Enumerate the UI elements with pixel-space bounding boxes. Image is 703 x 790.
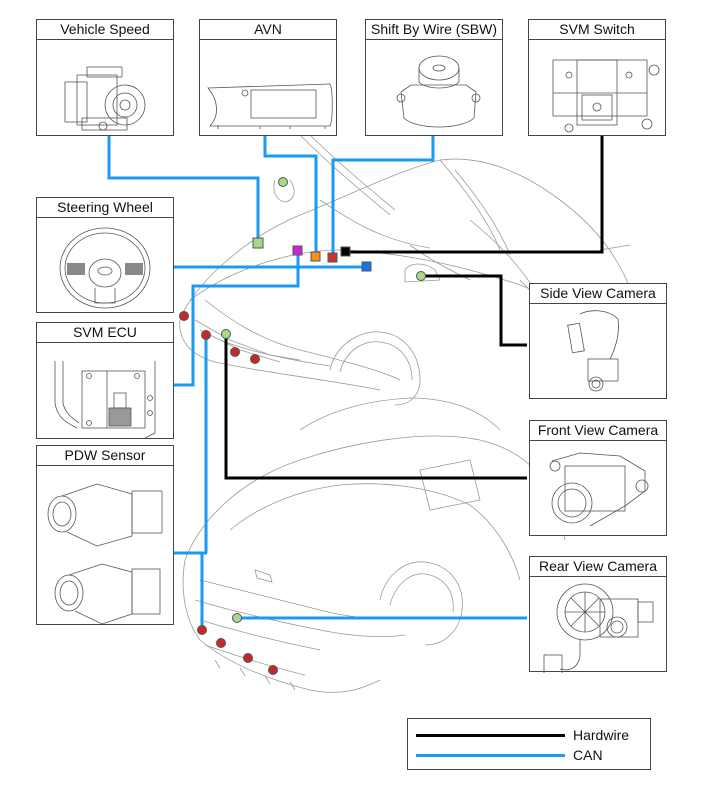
sbw-marker [327, 252, 338, 263]
avn-marker [310, 251, 321, 262]
hardwire-wires [224, 136, 604, 480]
pdw-sensor-marker [216, 638, 226, 648]
svm-switch-marker [340, 246, 351, 257]
can-line-swatch [416, 754, 565, 757]
abs-module-icon [37, 40, 173, 135]
legend-item-hardwire: Hardwire [416, 727, 646, 743]
wire-front-view-camera [224, 333, 527, 480]
component-label: Steering Wheel [37, 198, 173, 218]
side-camera-marker [416, 271, 426, 281]
component-steering-wheel: Steering Wheel [36, 197, 174, 313]
component-svm-ecu: SVM ECU [36, 322, 174, 439]
component-label: Vehicle Speed [37, 20, 173, 40]
pdw-sensor-marker [230, 347, 240, 357]
wire-side-view-camera [421, 274, 527, 347]
component-vehicle-speed: Vehicle Speed [36, 19, 174, 136]
rear-car-illustration [182, 397, 566, 693]
component-label: AVN [200, 20, 336, 40]
legend-label: Hardwire [573, 727, 630, 743]
component-side-view-camera: Side View Camera [529, 283, 667, 399]
component-label: Side View Camera [530, 284, 666, 304]
legend-item-can: CAN [416, 747, 646, 763]
pdw-sensor-marker [179, 311, 189, 321]
component-sbw: Shift By Wire (SBW) [365, 19, 503, 136]
shift-by-wire-icon [366, 40, 502, 135]
hardwire-line-swatch [416, 734, 565, 737]
legend-label: CAN [573, 747, 603, 763]
component-label: Shift By Wire (SBW) [366, 20, 502, 40]
component-avn: AVN [199, 19, 337, 136]
steering-wheel-marker [361, 261, 372, 272]
component-pdw-sensor: PDW Sensor [36, 445, 174, 625]
component-svm-switch: SVM Switch [528, 19, 666, 136]
wire-pdw-rear [200, 551, 207, 630]
component-label: SVM ECU [37, 323, 173, 343]
wire-sbw [331, 136, 435, 257]
can-wires [107, 136, 527, 630]
wire-svm-switch [344, 136, 604, 254]
side-camera-icon [530, 304, 666, 398]
rear-camera-icon [530, 577, 666, 678]
pdw-sensor-marker [268, 665, 278, 675]
front-camera-marker [221, 329, 231, 339]
camera-marker-top [278, 177, 288, 187]
svm-ecu-marker [292, 245, 303, 256]
front-camera-icon [530, 441, 666, 535]
wire-svm-ecu [173, 250, 300, 387]
svm-switch-icon [529, 40, 665, 135]
legend: Hardwire CAN [407, 718, 651, 770]
pdw-sensor-icon [37, 466, 173, 625]
rear-camera-marker [232, 613, 242, 623]
steering-wheel-icon [37, 218, 173, 312]
wire-avn [263, 136, 318, 256]
front-car-illustration [179, 129, 641, 406]
pdw-sensor-marker [243, 653, 253, 663]
pdw-sensor-marker [197, 625, 207, 635]
pdw-sensor-marker [250, 354, 260, 364]
pdw-sensor-marker [201, 330, 211, 340]
square-markers [252, 237, 372, 272]
component-label: SVM Switch [529, 20, 665, 40]
vehicle-speed-marker [252, 237, 264, 249]
component-front-view-camera: Front View Camera [529, 420, 667, 536]
component-label: Front View Camera [530, 421, 666, 441]
component-label: PDW Sensor [37, 446, 173, 466]
avn-display-icon [200, 40, 336, 135]
wire-vehicle-speed [107, 136, 260, 242]
circle-markers [179, 177, 426, 675]
component-rear-view-camera: Rear View Camera [529, 556, 667, 678]
svm-ecu-module-icon [37, 343, 173, 439]
component-label: Rear View Camera [530, 557, 666, 577]
